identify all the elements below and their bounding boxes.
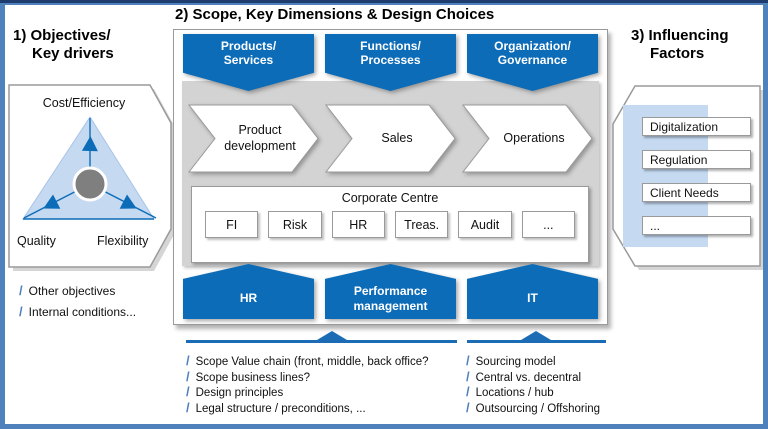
note-item: / Internal conditions... <box>19 305 136 319</box>
support-banner: IT <box>467 264 598 319</box>
influencing-heading: 3) Influencing Factors <box>631 27 729 63</box>
corporate-unit: Treas. <box>394 211 449 238</box>
slash-bullet-icon: / <box>186 399 190 415</box>
note-text: Scope Value chain (front, middle, back o… <box>195 356 429 368</box>
value-chain-step-label: Product development <box>224 122 296 153</box>
arrowhead-bottom-right <box>119 194 137 209</box>
slash-bullet-icon: / <box>19 304 23 319</box>
corporate-unit: ... <box>521 211 575 238</box>
banner-functions-processes: Functions/ Processes <box>325 34 456 91</box>
slash-bullet-icon: / <box>466 399 470 415</box>
banner-performance-management: Performance management <box>325 264 456 319</box>
corporate-unit: HR <box>331 211 385 238</box>
value-chain-step-label: Operations <box>503 130 565 145</box>
objectives-heading: 1) Objectives/ Key drivers <box>13 27 114 63</box>
slash-bullet-icon: / <box>186 368 190 384</box>
dimension-banner: Functions/ Processes <box>325 34 456 91</box>
triangle-bottom-right-label: Flexibility <box>97 234 149 248</box>
note-text: Design principles <box>195 387 284 399</box>
factor-item: Client Needs <box>642 183 751 202</box>
note-text: Locations / hub <box>475 387 554 399</box>
note-item: / Outsourcing / Offshoring <box>466 401 600 417</box>
design-choices-list-right: / Sourcing model / Central vs. decentral… <box>466 354 600 416</box>
corporate-unit: FI <box>205 211 259 238</box>
corporate-unit: Audit <box>458 211 512 238</box>
connector-line-right <box>467 340 606 343</box>
slash-bullet-icon: / <box>186 353 190 368</box>
factor-item: Digitalization <box>642 117 751 136</box>
slash-bullet-icon: / <box>466 353 470 368</box>
dimension-banner: Products/ Services <box>183 34 314 91</box>
slash-bullet-icon: / <box>466 368 470 384</box>
corporate-units-row: FI Risk HR Treas. Audit ... <box>205 211 575 238</box>
support-banner: Performance management <box>325 264 456 319</box>
pointer-triangle-left-icon <box>317 331 347 340</box>
note-item: / Scope business lines? <box>186 370 429 386</box>
connector-line-left <box>186 340 457 343</box>
scope-section-title: 2) Scope, Key Dimensions & Design Choice… <box>175 6 495 23</box>
banner-organization-governance: Organization/ Governance <box>467 34 598 91</box>
top-navy-bar <box>0 0 768 3</box>
chevron-shape-operations <box>461 104 593 173</box>
chevron-shape-product-development <box>188 104 319 173</box>
design-choices-list-left: / Scope Value chain (front, middle, back… <box>186 354 429 416</box>
slash-bullet-icon: / <box>186 384 190 399</box>
support-banner: HR <box>183 264 314 319</box>
note-item: / Sourcing model <box>466 354 600 370</box>
factor-item: Regulation <box>642 150 751 169</box>
arrowhead-bottom-left <box>43 194 61 209</box>
note-item: / Central vs. decentral <box>466 370 600 386</box>
note-item: / Locations / hub <box>466 385 600 401</box>
corporate-centre-title: Corporate Centre <box>341 191 439 205</box>
note-text: Central vs. decentral <box>475 371 582 384</box>
note-text: Legal structure / preconditions, ... <box>195 402 366 415</box>
scope-panel: Products/ Services Functions/ Processes … <box>173 29 608 325</box>
note-text: Internal conditions... <box>28 305 137 319</box>
triangle-top-label: Cost/Efficiency <box>42 96 126 110</box>
value-chain-step-label: Sales <box>381 130 413 145</box>
banner-it: IT <box>467 264 598 319</box>
note-item: / Other objectives <box>19 284 115 298</box>
chevron-shape-sales <box>324 104 456 173</box>
note-item: / Scope Value chain (front, middle, back… <box>186 354 429 370</box>
banner-products-services: Products/ Services <box>183 34 314 91</box>
note-text: Scope business lines? <box>195 371 311 384</box>
banner-hr: HR <box>183 264 314 319</box>
pointer-triangle-right-icon <box>521 331 551 340</box>
slash-bullet-icon: / <box>19 283 23 298</box>
arrowhead-top <box>81 136 98 152</box>
triangle-bottom-left-label: Quality <box>17 234 56 248</box>
slash-bullet-icon: / <box>466 384 470 399</box>
objectives-triangle-diagram <box>22 116 157 220</box>
value-chain-arrows <box>188 104 593 173</box>
factor-item: ... <box>642 216 751 235</box>
corporate-centre-box: Corporate Centre FI Risk HR Treas. Audit… <box>191 186 589 263</box>
dimension-banner: Organization/ Governance <box>467 34 598 91</box>
corporate-unit: Risk <box>268 211 322 238</box>
center-circle <box>72 166 108 202</box>
support-banner-row: HR Performance management IT <box>183 264 598 319</box>
note-item: / Design principles <box>186 385 429 401</box>
note-text: Outsourcing / Offshoring <box>475 402 601 415</box>
note-item: / Legal structure / preconditions, ... <box>186 401 429 417</box>
note-text: Other objectives <box>28 284 116 298</box>
note-text: Sourcing model <box>475 356 556 368</box>
dimension-banner-row: Products/ Services Functions/ Processes … <box>183 34 598 91</box>
